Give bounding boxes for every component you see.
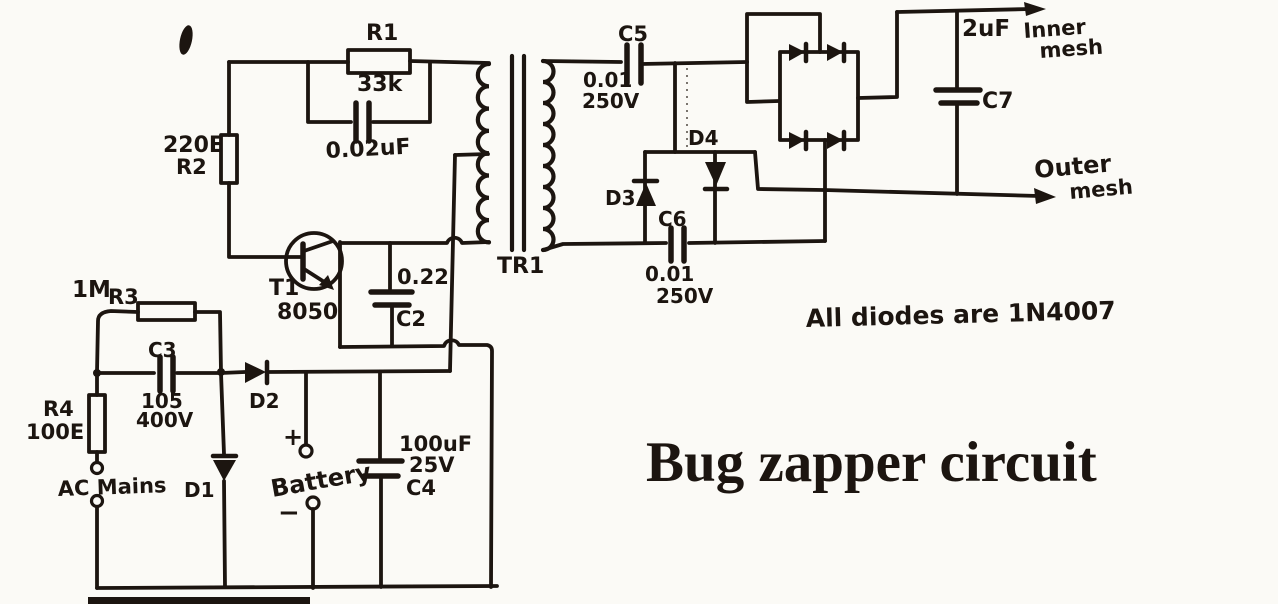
r4-ref-label: R4 <box>43 397 74 421</box>
diode-d1-icon <box>213 460 236 481</box>
c3-ref-label: C3 <box>148 338 177 362</box>
c3-value-label: 105 <box>141 389 183 413</box>
output-cap-value-label: 2uF <box>962 16 1010 42</box>
resistor-r1 <box>227 48 491 75</box>
capacitor-c2 <box>368 241 415 348</box>
c2-ref-label: C2 <box>396 307 426 331</box>
diode-d4-icon <box>705 162 726 186</box>
diode-d3-d4-network <box>631 150 757 245</box>
battery-label: Battery <box>269 458 374 503</box>
diode-d2 <box>219 359 452 386</box>
transformer-tr1 <box>475 53 668 253</box>
diode-d2-icon <box>245 362 266 383</box>
c2-value-label: 0.22 <box>397 265 449 289</box>
c7-ref-label: C7 <box>982 89 1013 114</box>
tap-wire <box>448 152 490 373</box>
scan-artifact-bar <box>88 597 310 604</box>
inner-mesh-label-1: Inner <box>1023 15 1087 43</box>
arrow-right-icon <box>1024 2 1046 16</box>
r3-value-label: 1M <box>72 277 111 303</box>
r4-value-label: 100E <box>26 420 84 444</box>
capacitor-c6 <box>668 225 827 264</box>
r1-ref-label: R1 <box>366 21 398 46</box>
bridge-diode-icon <box>827 44 843 61</box>
t1-value-label: 8050 <box>277 300 338 325</box>
r2-value-label: 220E <box>163 133 224 158</box>
d3-ref-label: D3 <box>605 186 636 210</box>
capacitor-c3 <box>95 354 223 394</box>
battery-terminals <box>298 370 321 590</box>
d4-ref-label: D4 <box>688 126 719 150</box>
emitter-arrow-icon <box>319 275 334 290</box>
battery-plus-terminal <box>298 443 314 459</box>
r2-ref-label: R2 <box>176 155 207 179</box>
ac-terminal <box>89 460 105 476</box>
d2-ref-label: D2 <box>249 389 280 413</box>
capacitor-c5 <box>624 12 822 154</box>
emitter-wire <box>338 338 494 589</box>
inner-mesh-lead <box>895 2 1046 16</box>
battery-minus-label: − <box>278 498 300 528</box>
capacitor-feedback <box>306 60 432 144</box>
c4-voltage-label: 25V <box>409 453 455 477</box>
ink-blob <box>179 25 193 55</box>
resistor-r4 <box>87 371 107 590</box>
arrow-right-icon <box>1034 188 1056 204</box>
r1-value-label: 33k <box>357 72 404 97</box>
diode-d1 <box>210 371 239 589</box>
tr1-ref-label: TR1 <box>497 254 544 279</box>
r3-ref-label: R3 <box>108 285 139 309</box>
resistor-r2 <box>219 60 304 259</box>
outer-mesh-label-2: mesh <box>1068 175 1133 204</box>
collector-wire <box>338 235 491 245</box>
ground-rail <box>95 584 499 590</box>
c6-voltage-label: 250V <box>656 284 714 308</box>
battery-plus-label: + <box>283 423 303 451</box>
t1-ref-label: T1 <box>269 276 299 301</box>
outer-mesh-lead <box>822 188 1056 204</box>
c5-voltage-label: 250V <box>582 89 640 113</box>
transistor-t1 <box>284 231 344 349</box>
bridge-diode-icon <box>789 44 805 61</box>
c4-value-label: 100uF <box>399 432 472 456</box>
ac-mains-label: AC Mains <box>57 473 166 501</box>
bridge-diode-icon <box>789 132 805 149</box>
diode-bridge <box>753 10 899 243</box>
outer-mesh-label-1: Outer <box>1033 149 1112 184</box>
c6-ref-label: C6 <box>658 207 687 231</box>
d1-ref-label: D1 <box>184 478 215 502</box>
bridge-diode-icon <box>827 132 843 149</box>
capacitor-c7 <box>933 9 983 196</box>
c6-value-label: 0.01 <box>645 262 694 286</box>
capacitor-c4 <box>356 370 405 589</box>
inner-mesh-label-2: mesh <box>1039 35 1104 63</box>
c5-value-label: 0.01 <box>583 68 632 92</box>
diode-d3-icon <box>636 183 656 206</box>
page-title: Bug zapper circuit <box>646 431 1097 494</box>
feedback-cap-value-label: 0.02uF <box>325 135 411 164</box>
c4-ref-label: C4 <box>406 476 436 500</box>
c5-ref-label: C5 <box>618 22 648 46</box>
c3-voltage-label: 400V <box>136 408 194 432</box>
diode-note: All diodes are 1N4007 <box>805 296 1116 333</box>
